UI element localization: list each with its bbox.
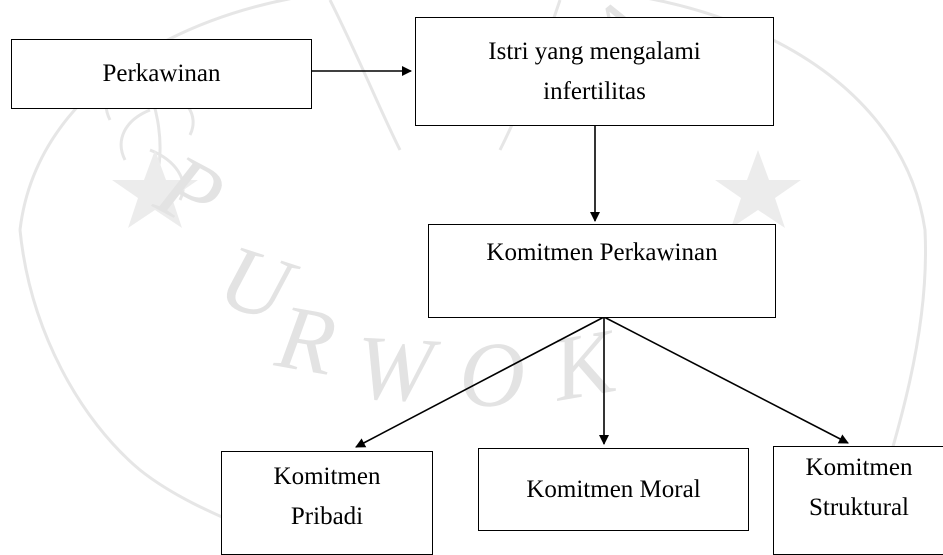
node-istri-infertilitas: Istri yang mengalami infertilitas	[415, 17, 774, 126]
node-komitmen-moral: Komitmen Moral	[478, 448, 749, 531]
node-komitmen-struktural-line-2: Struktural	[809, 494, 909, 521]
node-komitmen-perkawinan: Komitmen Perkawinan	[428, 224, 776, 318]
node-komitmen-struktural-line-1: Komitmen	[805, 454, 913, 481]
node-komitmen-moral-label: Komitmen Moral	[526, 475, 701, 503]
node-komitmen-perkawinan-label: Komitmen Perkawinan	[486, 239, 718, 266]
edge-to-komitmen-struktural	[603, 316, 849, 444]
node-perkawinan: Perkawinan	[11, 39, 312, 109]
node-perkawinan-label: Perkawinan	[102, 60, 221, 87]
star-left	[112, 150, 198, 228]
node-komitmen-pribadi-line-1: Komitmen	[273, 463, 381, 490]
edge-to-komitmen-pribadi	[355, 316, 605, 448]
node-istri-line-1: Istri yang mengalami	[488, 37, 701, 65]
star-right	[715, 150, 801, 228]
node-komitmen-pribadi: Komitmen Pribadi	[221, 451, 433, 555]
watermark-letters-w: W	[353, 316, 442, 422]
node-komitmen-struktural: Komitmen Struktural	[773, 446, 943, 555]
node-komitmen-pribadi-line-2: Pribadi	[290, 503, 364, 530]
node-istri-line-2: infertilitas	[543, 77, 646, 105]
